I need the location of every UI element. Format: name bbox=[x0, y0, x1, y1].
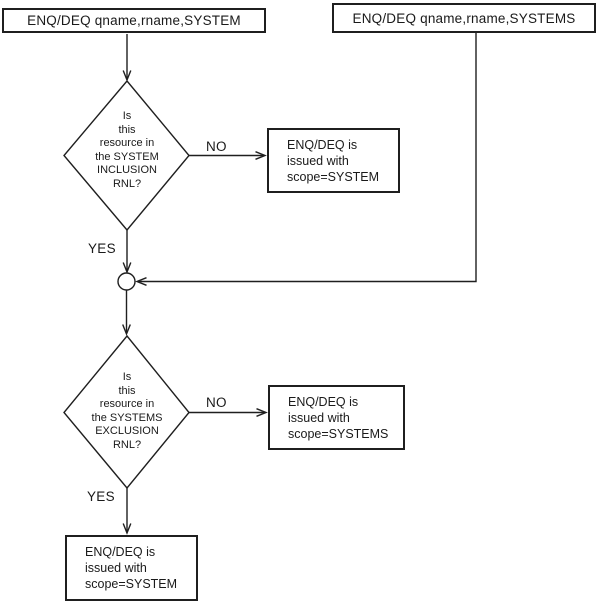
exclusion-decision-text: Is this resource in the SYSTEMS EXCLUSIO… bbox=[52, 371, 202, 452]
inclusion-decision-text: Is this resource in the SYSTEM INCLUSION… bbox=[52, 110, 202, 191]
result-line: scope=SYSTEMS bbox=[288, 426, 389, 441]
decision-line: the SYSTEMS bbox=[91, 411, 163, 424]
result-box-scope-system-no: ENQ/DEQ is issued with scope=SYSTEM bbox=[267, 128, 400, 193]
arrowhead-down-2 bbox=[122, 262, 132, 274]
junction-connector bbox=[117, 272, 136, 291]
result-line: issued with bbox=[85, 561, 147, 575]
arrowhead-right-2 bbox=[256, 408, 268, 417]
arrowhead-down-3 bbox=[122, 324, 131, 336]
result-line: ENQ/DEQ is bbox=[287, 137, 358, 152]
result-line: scope=SYSTEM bbox=[85, 577, 178, 591]
decision-line: Is bbox=[122, 371, 132, 383]
arrowhead-left-1 bbox=[135, 277, 147, 286]
start-box-system: ENQ/DEQ qname,rname,SYSTEM bbox=[2, 8, 266, 33]
result-line: issued with bbox=[287, 153, 349, 168]
line-startright-to-junction bbox=[138, 33, 477, 283]
exclusion-yes-label: YES bbox=[87, 489, 115, 504]
decision-line: RNL? bbox=[112, 177, 142, 190]
result-line: scope=SYSTEM bbox=[287, 169, 380, 184]
result-line: ENQ/DEQ is bbox=[288, 394, 359, 409]
result-line: ENQ/DEQ is bbox=[85, 545, 156, 559]
result-line: issued with bbox=[288, 410, 350, 425]
exclusion-no-label: NO bbox=[206, 395, 227, 410]
decision-line: EXCLUSION bbox=[95, 425, 159, 437]
decision-line: this bbox=[118, 123, 136, 136]
result-box-scope-system-final: ENQ/DEQ is issued with scope=SYSTEM bbox=[65, 535, 198, 601]
decision-line: RNL? bbox=[112, 438, 142, 451]
start-box-systems: ENQ/DEQ qname,rname,SYSTEMS bbox=[332, 3, 596, 33]
decision-line: Is bbox=[122, 110, 132, 122]
decision-line: the SYSTEM bbox=[95, 150, 159, 163]
decision-line: this bbox=[118, 384, 136, 397]
inclusion-yes-label: YES bbox=[88, 241, 116, 256]
arrowhead-down-4 bbox=[122, 523, 132, 535]
decision-line: resource in bbox=[99, 398, 155, 410]
arrowhead-right-1 bbox=[255, 151, 267, 160]
start-box-systems-label: ENQ/DEQ qname,rname,SYSTEMS bbox=[352, 10, 576, 26]
start-box-system-label: ENQ/DEQ qname,rname,SYSTEM bbox=[27, 13, 241, 28]
result-box-scope-systems-no: ENQ/DEQ is issued with scope=SYSTEMS bbox=[268, 385, 405, 450]
decision-line: resource in bbox=[99, 137, 155, 149]
decision-line: INCLUSION bbox=[97, 164, 157, 176]
inclusion-no-label: NO bbox=[206, 139, 227, 154]
